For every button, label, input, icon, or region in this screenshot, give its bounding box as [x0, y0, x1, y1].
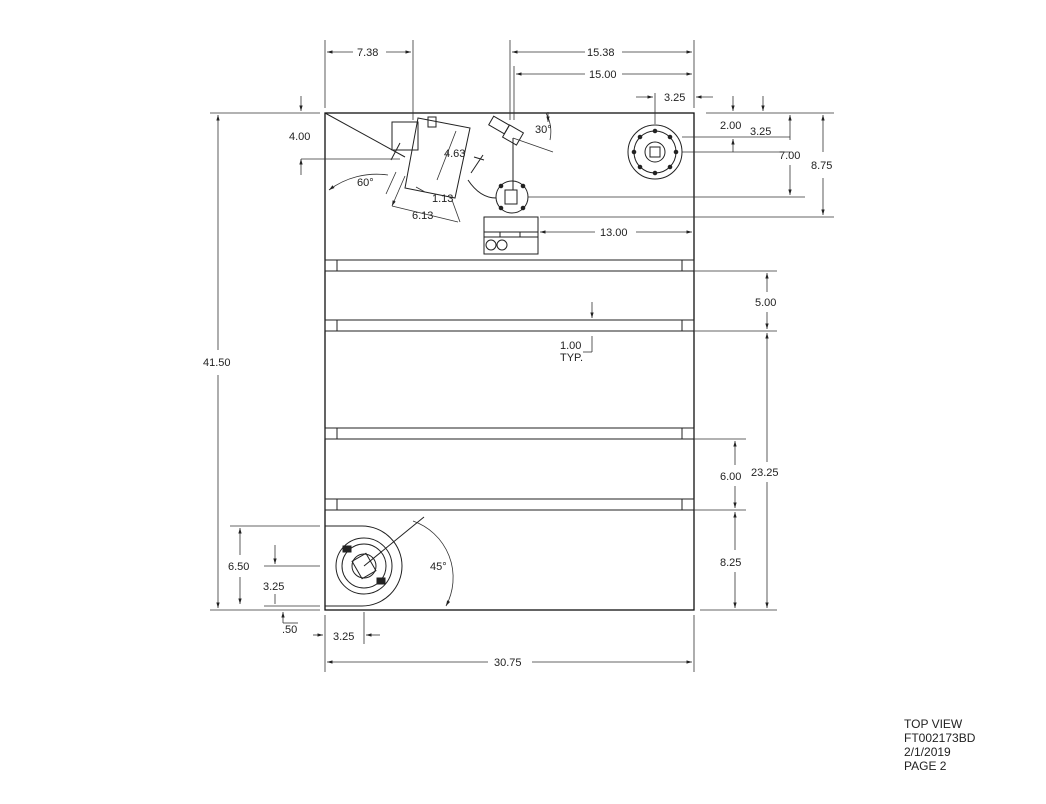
dimension-lines — [216, 50, 825, 664]
small-port — [495, 180, 529, 214]
vent-fitting — [488, 115, 525, 190]
dim-4-63: 4.63 — [444, 148, 465, 160]
rib-3 — [324, 427, 695, 440]
dim-13-00: 13.00 — [600, 227, 628, 239]
pump-flange-bottom-left — [325, 516, 425, 607]
dim-23-25: 23.25 — [751, 467, 779, 479]
rib-4 — [324, 498, 695, 511]
dim-8-75: 8.75 — [811, 160, 832, 172]
dim-6-00: 6.00 — [720, 471, 741, 483]
angled-sender-unit — [324, 112, 497, 199]
dim-41-50: 41.50 — [203, 357, 231, 369]
dim-4-00: 4.00 — [289, 131, 310, 143]
dim-5-00: 5.00 — [755, 297, 776, 309]
tank-outline — [324, 112, 695, 611]
dim-1-00: 1.00 — [560, 340, 581, 352]
page-number: PAGE 2 — [904, 759, 947, 773]
extension-lines — [210, 40, 834, 672]
dim-7-38: 7.38 — [357, 47, 378, 59]
dim-6-50: 6.50 — [228, 561, 249, 573]
dim-3-25-bottom: 3.25 — [333, 631, 354, 643]
dim-8-25: 8.25 — [720, 557, 741, 569]
rib-1 — [324, 259, 695, 272]
dim-15-00: 15.00 — [589, 69, 617, 81]
view-label: TOP VIEW — [904, 717, 963, 731]
tank-ribs — [324, 259, 695, 511]
dim-45-deg: 45° — [430, 561, 447, 573]
dim-3-25-top: 3.25 — [664, 92, 685, 104]
dim-typ: TYP. — [560, 352, 583, 364]
dim-15-38: 15.38 — [587, 47, 615, 59]
dim-7-00: 7.00 — [779, 150, 800, 162]
dim-2-00: 2.00 — [720, 120, 741, 132]
title-block: TOP VIEW FT002173BD 2/1/2019 PAGE 2 — [904, 717, 975, 773]
dim-3-25-left: 3.25 — [263, 581, 284, 593]
dim-6-13: 6.13 — [412, 210, 433, 222]
dimension-labels: 7.38 15.38 15.00 3.25 4.00 2.00 3.25 7.0… — [203, 47, 832, 669]
fuel-sender-flange-top-right — [627, 124, 683, 180]
dim-30-deg: 30° — [535, 124, 552, 136]
dim-050: .50 — [282, 624, 297, 636]
rectangular-fitting — [483, 216, 539, 255]
dim-1-13: 1.13 — [432, 193, 453, 205]
drawing-date: 2/1/2019 — [904, 745, 951, 759]
dim-30-75: 30.75 — [494, 657, 522, 669]
dim-3-25-right: 3.25 — [750, 126, 771, 138]
rib-2 — [324, 319, 695, 332]
part-number: FT002173BD — [904, 731, 976, 745]
dim-60-deg: 60° — [357, 177, 374, 189]
